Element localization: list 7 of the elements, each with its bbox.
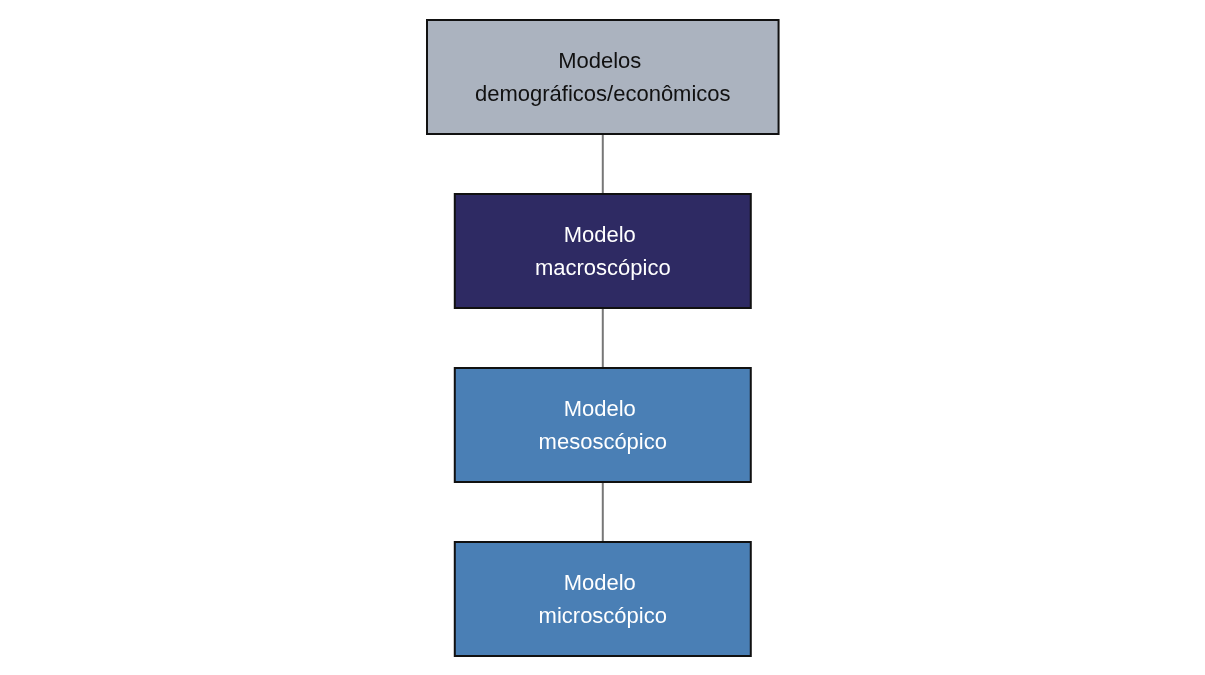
node-box: Modelo mesoscópico xyxy=(453,366,752,483)
node-box: Modelo microscópico xyxy=(453,540,752,657)
connector xyxy=(601,306,604,369)
node-box: Modelos demográficos/econômicos xyxy=(425,18,780,135)
connector xyxy=(601,480,604,543)
node-box: Modelo macroscópico xyxy=(453,192,752,309)
connector xyxy=(601,132,604,195)
